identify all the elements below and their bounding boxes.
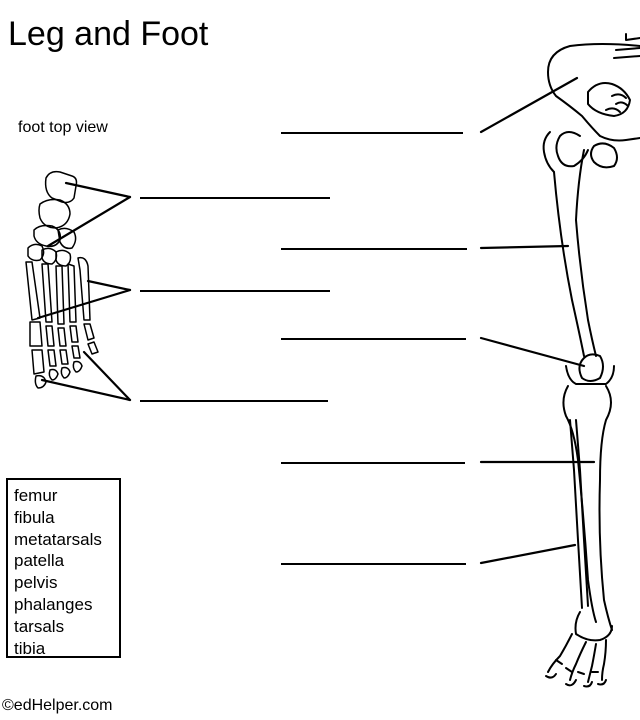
leg-skeleton-drawing (542, 33, 640, 688)
word-bank-item: tarsals (14, 616, 65, 636)
answer-blank-leg-2[interactable] (281, 248, 467, 250)
foot-top-view-drawing (25, 170, 99, 389)
word-bank-item: pelvis (14, 573, 58, 593)
word-bank-item: fibula (14, 507, 55, 527)
answer-blank-leg-3[interactable] (281, 338, 466, 340)
answer-blank-leg-1[interactable] (281, 132, 463, 134)
answer-blank-leg-5[interactable] (281, 563, 466, 565)
answer-blank-foot-2[interactable] (140, 290, 330, 292)
word-bank-box: femur fibula metatarsals patella pelvis … (6, 478, 121, 658)
copyright-credit: ©edHelper.com (2, 697, 113, 714)
leg-pointer-lines (479, 76, 596, 565)
answer-blank-foot-3[interactable] (140, 400, 328, 402)
foot-view-caption: foot top view (18, 119, 108, 136)
word-bank-item: tibia (14, 638, 46, 658)
answer-blank-leg-4[interactable] (281, 462, 465, 464)
word-bank-item: metatarsals (14, 529, 102, 549)
foot-pointer-lines (36, 181, 132, 402)
word-bank-item: phalanges (14, 594, 93, 614)
worksheet-title: Leg and Foot (8, 15, 209, 53)
word-bank-item: femur (14, 486, 58, 505)
word-bank-item: patella (14, 551, 65, 571)
answer-blank-foot-1[interactable] (140, 197, 330, 199)
